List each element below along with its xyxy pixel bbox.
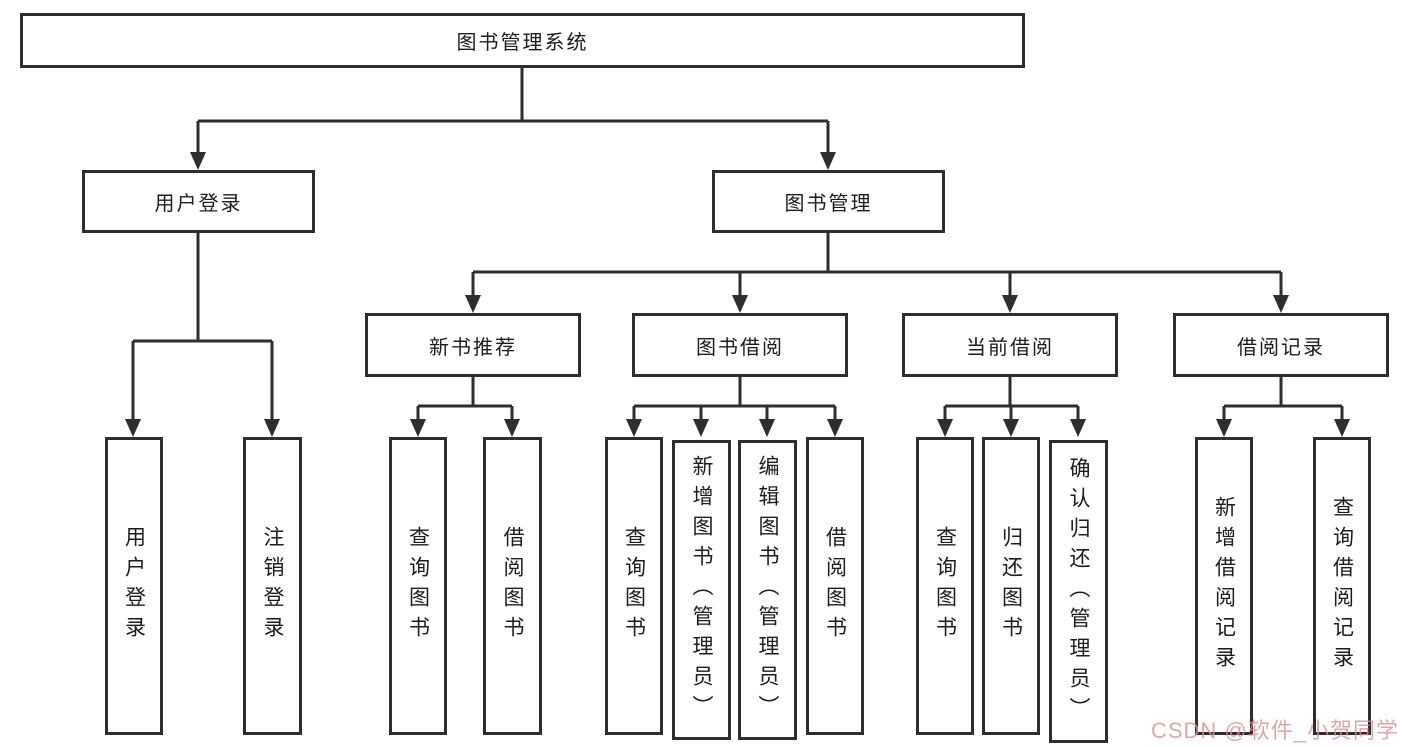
node-root-label: 图书管理系统 [456, 32, 589, 54]
csdn-watermark: CSDN @软件_小贺同学 [1150, 718, 1399, 743]
leaf-borrow-book-label: 借阅图书 [823, 526, 847, 646]
leaf-logout-label: 注销登录 [261, 526, 284, 646]
leaf-user-login: 用户登录 [105, 437, 163, 735]
leaf-add-borrow-record: 新增借阅记录 [1195, 437, 1253, 735]
leaf-recommend-query-book: 查询图书 [389, 437, 447, 735]
leaf-query-borrow-record-label: 查询借阅记录 [1330, 496, 1354, 676]
leaf-borrow-query-book: 查询图书 [605, 437, 663, 735]
node-user-login: 用户登录 [82, 170, 315, 233]
leaf-add-book-admin: 新增图书（管理员） [672, 440, 731, 740]
leaf-query-borrow-record: 查询借阅记录 [1313, 437, 1371, 735]
leaf-edit-book-admin: 编辑图书（管理员） [738, 440, 797, 740]
node-borrow-record: 借阅记录 [1173, 313, 1389, 377]
leaf-recommend-borrow-book-label: 借阅图书 [501, 526, 524, 646]
leaf-recommend-query-book-label: 查询图书 [406, 526, 430, 646]
node-current-borrow: 当前借阅 [902, 313, 1118, 377]
node-new-book-recommend-label: 新书推荐 [429, 336, 517, 359]
node-borrow-record-label: 借阅记录 [1237, 336, 1325, 359]
node-book-management: 图书管理 [712, 170, 945, 233]
node-new-book-recommend: 新书推荐 [365, 313, 581, 377]
leaf-return-book: 归还图书 [982, 437, 1040, 735]
leaf-confirm-return-admin: 确认归还（管理员） [1049, 440, 1108, 743]
node-user-login-label: 用户登录 [154, 193, 243, 215]
node-book-borrow-label: 图书借阅 [696, 336, 784, 359]
leaf-add-book-admin-label: 新增图书（管理员） [690, 455, 713, 725]
leaf-borrow-book: 借阅图书 [806, 437, 864, 735]
leaf-borrow-query-book-label: 查询图书 [622, 526, 646, 646]
node-root: 图书管理系统 [20, 13, 1025, 68]
leaf-current-query-book: 查询图书 [916, 437, 974, 735]
leaf-logout: 注销登录 [243, 437, 302, 735]
node-current-borrow-label: 当前借阅 [966, 336, 1054, 359]
leaf-recommend-borrow-book: 借阅图书 [483, 437, 542, 735]
node-book-management-label: 图书管理 [784, 193, 873, 215]
leaf-user-login-label: 用户登录 [122, 526, 146, 646]
leaf-confirm-return-admin-label: 确认归还（管理员） [1067, 456, 1090, 727]
leaf-edit-book-admin-label: 编辑图书（管理员） [756, 455, 779, 725]
leaf-return-book-label: 归还图书 [999, 526, 1023, 646]
leaf-add-borrow-record-label: 新增借阅记录 [1212, 496, 1236, 676]
node-book-borrow: 图书借阅 [632, 313, 848, 377]
leaf-current-query-book-label: 查询图书 [933, 526, 957, 646]
